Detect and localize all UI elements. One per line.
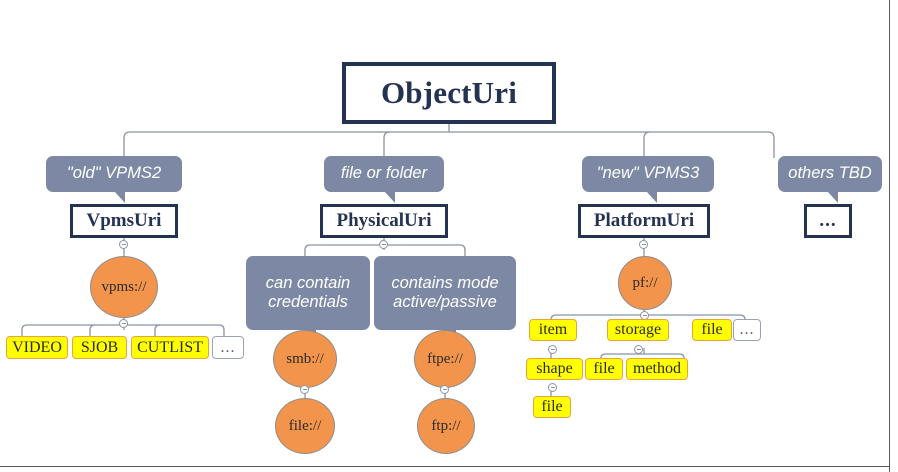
leaf-storage-method[interactable]: method xyxy=(626,358,688,380)
class-label-physicaluri: PhysicalUri xyxy=(336,210,432,232)
leaf-label-storage-method: method xyxy=(633,360,681,377)
collapse-handle-platformuri[interactable] xyxy=(639,240,648,249)
collapse-handle-item[interactable] xyxy=(548,345,557,354)
scheme-node-smb[interactable]: smb:// xyxy=(273,330,337,388)
scheme-label-pf: pf:// xyxy=(632,274,658,291)
leaf-label-cutlist: CUTLIST xyxy=(137,338,203,356)
class-box-platformuri[interactable]: PlatformUri xyxy=(578,204,710,238)
page-divider-vertical xyxy=(889,0,890,472)
callout-tail xyxy=(827,191,838,203)
scheme-node-ftpe[interactable]: ftpe:// xyxy=(414,330,476,388)
callout-tail xyxy=(114,191,125,203)
scheme-label-smb: smb:// xyxy=(286,350,324,367)
scheme-label-file: file:// xyxy=(288,417,322,434)
callout-label-others-tbd: others TBD xyxy=(788,164,872,183)
leaf-shape-file[interactable]: file xyxy=(533,396,571,418)
collapse-handle-vpmsuri[interactable] xyxy=(119,240,128,249)
leaf-label-pf-more: ... xyxy=(739,321,755,338)
leaf-cutlist[interactable]: CUTLIST xyxy=(131,336,209,359)
class-box-vpmsuri[interactable]: VpmsUri xyxy=(70,204,178,238)
callout-label-credentials-line1: can contain xyxy=(265,273,351,292)
class-title-objecturi: ObjectUri xyxy=(380,74,518,110)
callout-old-vpms2: "old" VPMS2 xyxy=(46,156,182,203)
scheme-node-pf[interactable]: pf:// xyxy=(618,256,672,310)
callout-label-old-vpms2: "old" VPMS2 xyxy=(66,164,162,183)
callout-can-contain-credentials: can contain credentials xyxy=(246,256,370,341)
page-divider-horizontal xyxy=(0,466,889,467)
class-label-vpmsuri: VpmsUri xyxy=(86,210,162,232)
leaf-video[interactable]: VIDEO xyxy=(6,336,68,359)
leaf-label-video: VIDEO xyxy=(12,338,62,356)
collapse-handle-vpms[interactable] xyxy=(119,319,128,328)
callout-others-tbd: others TBD xyxy=(778,156,882,203)
leaf-shape[interactable]: shape xyxy=(526,358,583,380)
class-label-platformuri: PlatformUri xyxy=(593,210,695,232)
callout-label-file-or-folder: file or folder xyxy=(340,164,428,183)
collapse-handle-smb[interactable] xyxy=(300,385,309,394)
scheme-label-vpms: vpms:// xyxy=(101,278,147,295)
leaf-label-vpms-more: ... xyxy=(220,338,236,356)
leaf-item[interactable]: item xyxy=(529,319,577,341)
leaf-label-storage-file: file xyxy=(593,360,615,377)
leaf-vpms-more[interactable]: ... xyxy=(212,336,244,359)
leaf-label-storage: storage xyxy=(614,321,662,338)
collapse-handle-physicaluri[interactable] xyxy=(379,240,388,249)
leaf-file-top[interactable]: file xyxy=(692,319,732,341)
leaf-storage[interactable]: storage xyxy=(607,319,669,341)
scheme-label-ftp: ftp:// xyxy=(431,417,461,434)
leaf-label-shape-file: file xyxy=(541,398,563,415)
scheme-node-ftp[interactable]: ftp:// xyxy=(417,398,475,454)
scheme-node-file[interactable]: file:// xyxy=(275,398,335,454)
class-label-others: ... xyxy=(819,210,837,232)
callout-tail xyxy=(384,191,395,203)
leaf-storage-file[interactable]: file xyxy=(585,358,623,380)
scheme-node-vpms[interactable]: vpms:// xyxy=(90,256,158,318)
collapse-handle-ftpe[interactable] xyxy=(440,385,449,394)
callout-new-vpms3: "new" VPMS3 xyxy=(582,156,714,203)
collapse-handle-shape[interactable] xyxy=(548,383,557,392)
leaf-label-file-top: file xyxy=(701,321,723,338)
callout-contains-mode: contains mode active/passive xyxy=(374,256,516,341)
callout-file-or-folder: file or folder xyxy=(324,156,444,203)
class-box-others[interactable]: ... xyxy=(804,204,852,238)
callout-label-mode-line2: active/passive xyxy=(393,293,497,311)
leaf-pf-more[interactable]: ... xyxy=(733,319,761,341)
collapse-handle-storage[interactable] xyxy=(634,345,643,354)
leaf-label-item: item xyxy=(538,321,568,338)
scheme-label-ftpe: ftpe:// xyxy=(427,350,463,367)
leaf-label-shape: shape xyxy=(536,360,573,377)
class-box-physicaluri[interactable]: PhysicalUri xyxy=(320,204,448,238)
callout-label-mode-line1: contains mode xyxy=(391,273,499,292)
callout-tail xyxy=(646,191,657,203)
callout-label-credentials-line2: credentials xyxy=(268,293,348,311)
class-box-objecturi[interactable]: VpmsUri ObjectUri xyxy=(342,62,556,124)
callout-label-new-vpms3: "new" VPMS3 xyxy=(596,164,700,183)
leaf-label-sjob: SJOB xyxy=(80,338,119,356)
leaf-sjob[interactable]: SJOB xyxy=(72,336,127,359)
